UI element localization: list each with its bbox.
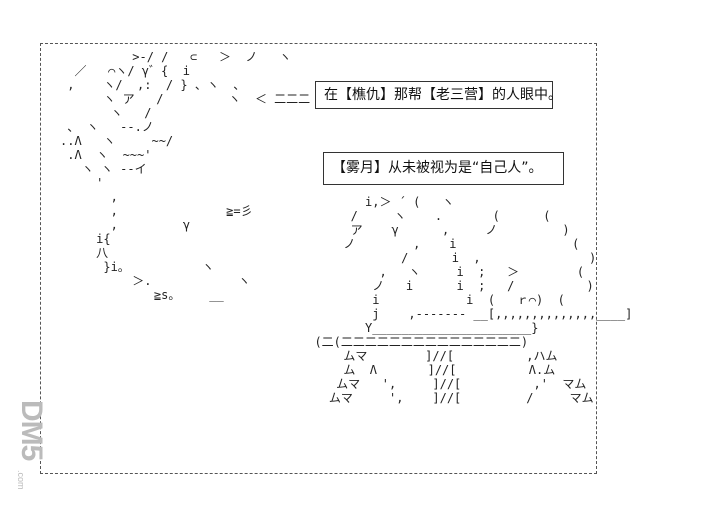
caption-box-1: 在【樵仇】那帮【老三营】的人眼中。: [315, 81, 562, 109]
caption-text-2: 【雾月】从未被视为是“自己人”。: [332, 160, 543, 176]
ascii-art-table: i,＞ ´ ( ヽ / ヽ . ( ( ア γ , ノ ) ノ , i ( / …: [314, 195, 633, 405]
caption-box-2: 【雾月】从未被视为是“自己人”。: [323, 152, 564, 185]
watermark-logo: DM5: [15, 400, 48, 461]
caption-text-1: 在【樵仇】那帮【老三营】的人眼中。: [324, 87, 562, 103]
watermark-logo-sub: .com: [16, 470, 26, 490]
panel-frame: [40, 43, 597, 474]
ascii-art-figure: >-/ / ⊂ ＞ ノ ヽ ／ ⌒ヽ/ γ゛{ i , ヽ/ ,: / } 、ヽ…: [60, 50, 363, 302]
